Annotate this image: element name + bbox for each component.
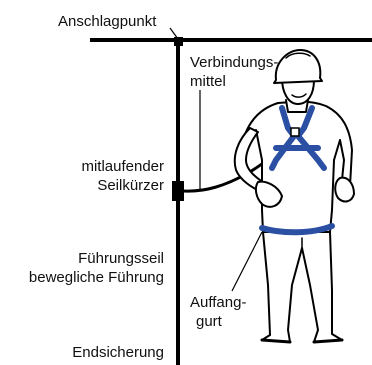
label-shortener-line1: mitlaufender [81, 158, 164, 175]
worker-torso [236, 102, 352, 232]
rope-shortener [172, 181, 184, 201]
label-connector-line1: Verbindungs- [190, 54, 278, 71]
label-end-stop: Endsicherung [72, 344, 164, 361]
worker-helmet [274, 50, 322, 83]
label-harness-line1: Auffang- [190, 294, 246, 311]
label-guide-line1: Führungsseil [78, 250, 164, 267]
harness-dorsal-ring [291, 128, 299, 136]
label-harness-line2: gurt [196, 313, 223, 330]
label-connector-line2: mittel [190, 73, 226, 90]
leader-harness [232, 232, 262, 291]
label-guide-line2: bewegliche Führung [29, 269, 164, 286]
worker-figure [235, 50, 354, 342]
label-shortener-line2: Seilkürzer [97, 177, 164, 194]
label-anchor-point: Anschlagpunkt [58, 13, 157, 30]
anchor-beam [90, 37, 372, 46]
